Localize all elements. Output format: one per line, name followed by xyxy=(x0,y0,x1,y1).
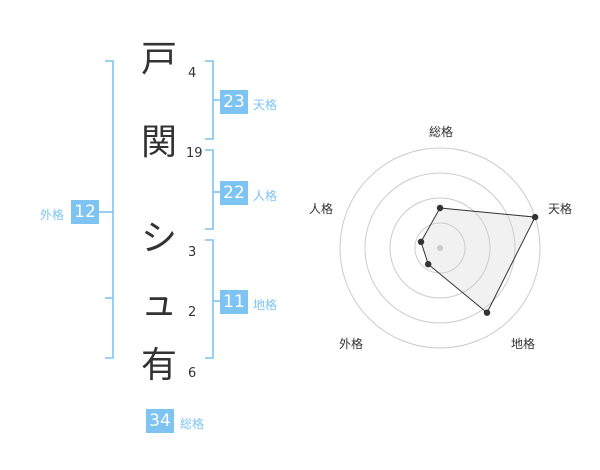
radar-axis-label: 外格 xyxy=(339,337,364,351)
radar-point xyxy=(531,213,539,221)
radar-ring xyxy=(389,197,491,299)
stroke-count-1: 4 xyxy=(188,66,197,81)
tenkaku-label: 天格 xyxy=(253,98,278,112)
radar-axis-label: 総格 xyxy=(429,125,454,139)
tenkaku-value: 23 xyxy=(220,90,248,114)
name-char-5: 有 xyxy=(141,345,178,386)
stroke-count-4: 2 xyxy=(188,305,197,320)
jinkaku-bracket xyxy=(205,149,214,230)
gaikaku-bracket xyxy=(105,60,114,359)
name-char-3: シ xyxy=(141,218,178,259)
gaikaku-label: 外格 xyxy=(40,208,65,222)
radar-point xyxy=(417,238,425,245)
radar-point xyxy=(436,204,444,212)
radar-point xyxy=(483,309,491,316)
name-char-2: 関 xyxy=(141,122,178,163)
radar-center xyxy=(437,245,443,251)
radar-point xyxy=(425,261,432,268)
radar-ring xyxy=(364,172,516,324)
chikaku-bracket xyxy=(205,239,214,359)
soukaku-label: 総格 xyxy=(180,417,205,431)
soukaku-value: 34 xyxy=(146,409,174,433)
radar-axis-label: 地格 xyxy=(511,337,536,351)
gaikaku-value: 12 xyxy=(71,200,99,224)
stroke-count-2: 19 xyxy=(186,146,203,161)
radar-axis-label: 人格 xyxy=(309,202,334,216)
radar-ring xyxy=(339,147,541,349)
tenkaku-bracket xyxy=(205,60,214,140)
stroke-count-5: 6 xyxy=(188,366,197,381)
jinkaku-value: 22 xyxy=(220,181,248,205)
radar-axis-label: 天格 xyxy=(548,202,573,216)
radar-series-area xyxy=(420,207,536,314)
chikaku-label: 地格 xyxy=(253,298,278,312)
chikaku-value: 11 xyxy=(220,290,248,314)
name-char-1: 戸 xyxy=(141,39,178,80)
radar-ring xyxy=(414,222,466,274)
name-char-4: ュ xyxy=(141,283,178,324)
jinkaku-label: 人格 xyxy=(253,189,278,203)
stroke-count-3: 3 xyxy=(188,245,197,260)
